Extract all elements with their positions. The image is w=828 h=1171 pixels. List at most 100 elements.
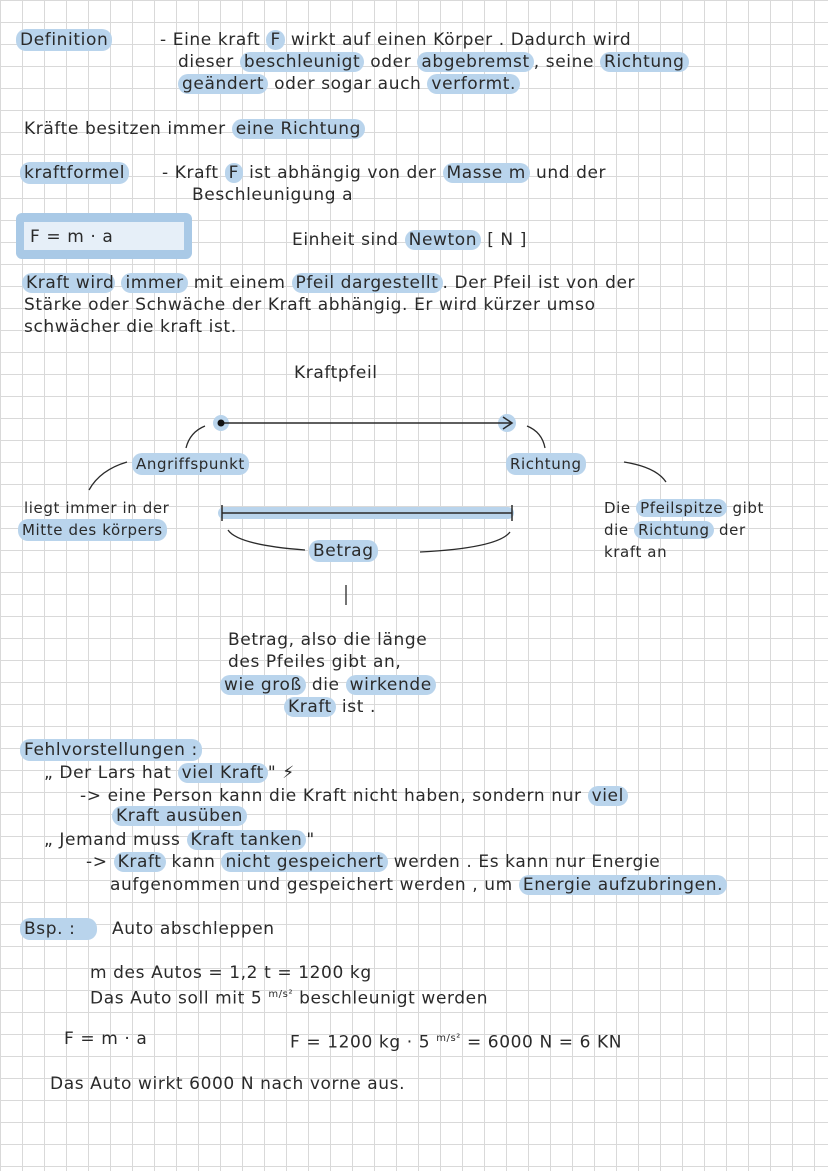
- text: ->: [86, 852, 108, 872]
- diagram-title: Kraftpfeil: [294, 363, 378, 383]
- definition-line-2: dieser beschleunigt oder abgebremst, sei…: [178, 51, 689, 73]
- highlight: Kraft ausüben: [112, 806, 247, 826]
- definition-label: Definition: [16, 29, 113, 51]
- highlight: geändert: [178, 74, 269, 94]
- left-note-line-2: Mitte des körpers: [18, 519, 167, 541]
- text: „ Jemand muss: [44, 830, 181, 850]
- text: " ⚡: [267, 763, 295, 783]
- example-acceleration: Das Auto soll mit 5 m/s² beschleunigt we…: [90, 984, 488, 1010]
- answer-1-line-1: -> eine Person kann die Kraft nicht habe…: [80, 785, 628, 807]
- text: und der: [535, 163, 607, 183]
- highlight: wirkende: [345, 675, 436, 695]
- highlight: Richtung: [634, 521, 714, 539]
- highlight: Masse m: [442, 163, 530, 183]
- text: = 6000 N = 6 KN: [466, 1032, 623, 1053]
- betrag-note-line-4: Kraft ist .: [284, 696, 376, 718]
- text: [ N ]: [487, 230, 527, 250]
- example-label: Bsp. :: [20, 918, 98, 940]
- angriffspunkt-label: Angriffspunkt: [132, 453, 249, 475]
- arrow-paragraph-line-1: Kraft wird immer mit einem Pfeil dargest…: [22, 272, 635, 294]
- text: „ Der Lars hat: [44, 763, 172, 783]
- text: Kräfte besitzen immer: [24, 119, 226, 139]
- highlight: Energie aufzubringen.: [518, 875, 728, 895]
- misconception-1: „ Der Lars hat viel Kraft" ⚡: [44, 762, 295, 784]
- example-conclusion: Das Auto wirkt 6000 N nach vorne aus.: [50, 1074, 406, 1094]
- betrag-note-line-2: des Pfeiles gibt an,: [228, 652, 402, 672]
- formula-label: kraftformel: [20, 162, 130, 184]
- highlight: Pfeilspitze: [636, 499, 728, 517]
- text: Einheit sind: [292, 230, 399, 250]
- text: , seine: [533, 52, 595, 72]
- answer-2-line-2: aufgenommen und gespeichert werden , um …: [110, 874, 728, 896]
- betrag-label: Betrag: [309, 540, 378, 562]
- formula-line-1: - Kraft F ist abhängig von der Masse m u…: [162, 162, 606, 184]
- example-formula: F = m · a: [64, 1029, 148, 1049]
- text: - Kraft: [162, 163, 219, 183]
- betrag-note-line-1: Betrag, also die länge: [228, 630, 428, 650]
- text: F = 1200 kg · 5: [290, 1032, 431, 1053]
- text: kann: [171, 852, 216, 872]
- highlight: viel: [587, 786, 628, 806]
- highlight: verformt.: [427, 74, 521, 94]
- highlight: Newton: [404, 230, 482, 250]
- left-note-line-1: liegt immer in der: [24, 499, 170, 517]
- direction-note: Kräfte besitzen immer eine Richtung: [24, 118, 366, 140]
- unit: m/s²: [436, 1033, 461, 1044]
- richtung-label: Richtung: [506, 453, 586, 475]
- text: ist abhängig von der: [249, 163, 437, 183]
- highlight: immer: [121, 273, 188, 293]
- text: Kraft wird: [22, 273, 116, 293]
- text: Das Auto soll mit 5: [90, 988, 263, 1009]
- text: oder: [370, 52, 412, 72]
- text: ist .: [341, 697, 376, 717]
- misconception-2: „ Jemand muss Kraft tanken": [44, 829, 315, 851]
- force-symbol: F: [224, 163, 244, 183]
- unit: m/s²: [268, 989, 294, 1000]
- text: gibt: [732, 499, 764, 517]
- highlight: Kraft: [284, 697, 336, 717]
- highlight: eine Richtung: [231, 119, 366, 139]
- example-mass: m des Autos = 1,2 t = 1200 kg: [90, 963, 372, 983]
- text: aufgenommen und gespeichert werden , um: [110, 875, 513, 895]
- arrow-paragraph-line-3: schwächer die kraft ist.: [24, 317, 237, 337]
- formula-box-inner: [24, 222, 184, 250]
- formula-line-2: Beschleunigung a: [192, 185, 354, 205]
- text: beschleunigt werden: [299, 988, 489, 1009]
- text: wirkt auf einen Körper . Dadurch wird: [290, 30, 632, 50]
- highlight: nicht gespeichert: [221, 852, 388, 872]
- highlight: abgebremst: [417, 52, 534, 72]
- force-symbol: F: [266, 30, 285, 50]
- definition-line-1: - Eine kraft F wirkt auf einen Körper . …: [160, 29, 631, 51]
- highlight: viel Kraft: [177, 763, 268, 783]
- text: werden . Es kann nur Energie: [393, 852, 661, 872]
- text: -> eine Person kann die Kraft nicht habe…: [80, 786, 582, 806]
- example-title: Auto abschleppen: [112, 919, 275, 939]
- definition-line-3: geändert oder sogar auch verformt.: [178, 73, 521, 95]
- unit-line: Einheit sind Newton [ N ]: [292, 229, 527, 251]
- right-note-line-3: kraft an: [604, 543, 668, 561]
- arrow-paragraph-line-2: Stärke oder Schwäche der Kraft abhängig.…: [24, 295, 596, 315]
- answer-2-line-1: -> Kraft kann nicht gespeichert werden .…: [86, 851, 660, 873]
- text: ": [306, 830, 315, 850]
- example-calculation: F = 1200 kg · 5 m/s² = 6000 N = 6 KN: [290, 1028, 622, 1054]
- betrag-note-line-3: wie groß die wirkende: [220, 674, 436, 696]
- highlight: Kraft: [113, 852, 166, 872]
- text: . Der Pfeil ist von der: [442, 273, 636, 293]
- answer-1-line-2: Kraft ausüben: [112, 805, 247, 827]
- right-note-line-2: die Richtung der: [604, 519, 746, 541]
- text: Die: [604, 499, 631, 517]
- text: - Eine kraft: [160, 30, 261, 50]
- text: dieser: [178, 52, 234, 72]
- text: die: [311, 675, 340, 695]
- right-note-line-1: Die Pfeilspitze gibt: [604, 497, 764, 519]
- text: oder sogar auch: [274, 74, 422, 94]
- highlight: wie groß: [220, 675, 306, 695]
- highlight: Richtung: [600, 52, 689, 72]
- text: der: [719, 521, 746, 539]
- highlight: Pfeil dargestellt: [291, 273, 443, 293]
- text: mit einem: [193, 273, 286, 293]
- boxed-formula: F = m · a: [30, 227, 114, 247]
- highlight: beschleunigt: [239, 52, 365, 72]
- misconceptions-title: Fehlvorstellungen :: [20, 739, 202, 761]
